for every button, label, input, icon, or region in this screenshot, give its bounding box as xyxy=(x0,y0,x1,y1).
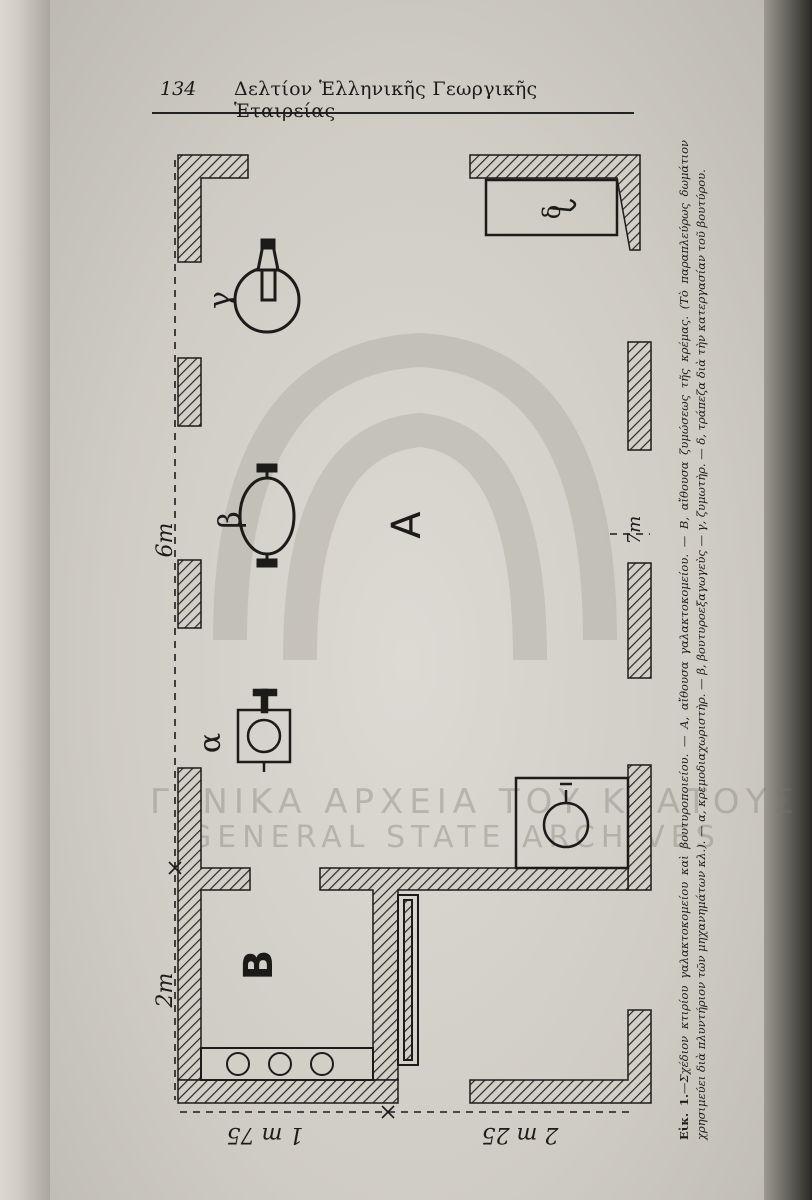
dimension-ticks xyxy=(168,861,395,1119)
scan-left-edge xyxy=(0,0,50,1200)
watermark-emblem xyxy=(213,332,617,661)
wash-trough xyxy=(397,894,419,1066)
wall-right-segment-1 xyxy=(627,341,652,451)
watermark-greek: ΓΕΝΙΚΑ ΑΡΧΕΙΑ ΤΟΥ ΚΡΑΤΟΥΣ xyxy=(150,782,800,822)
wall-right-lower xyxy=(627,764,652,891)
caption-lead: Εἰκ. 1. xyxy=(677,1093,691,1140)
wall-left-segment-1 xyxy=(177,357,202,427)
label-alpha: α xyxy=(193,733,228,753)
wall-bottom-left xyxy=(177,1079,399,1104)
caption-text: —Σχέδιον κτιρίου γαλακτοκομείου καὶ βουτ… xyxy=(677,140,708,1140)
scan-right-edge xyxy=(764,0,812,1200)
cream-vat xyxy=(514,776,630,870)
wall-left-lower xyxy=(177,767,251,1081)
label-dim-2m25: 2 m 25 xyxy=(482,1122,560,1147)
page-number: 134 xyxy=(160,78,197,100)
ripener-gamma xyxy=(233,238,301,334)
label-dim-1m75: 1 m 75 xyxy=(227,1122,304,1147)
wall-top-left xyxy=(177,154,249,263)
figure-caption: Εἰκ. 1.—Σχέδιον κτιρίου γαλακτοκομείου κ… xyxy=(676,140,752,1140)
churn-beta xyxy=(238,463,296,568)
wall-right-segment-2 xyxy=(627,562,652,679)
label-dim-7m: 7m xyxy=(624,516,645,545)
label-dim-2m: 2m xyxy=(153,973,178,1009)
room-b-bench xyxy=(200,1047,374,1081)
plan-labels: A B α β γ δ 6m 7m 2m 1 m 75 2 m 25 xyxy=(153,205,645,1147)
wall-top-right xyxy=(469,154,641,251)
dimension-lines xyxy=(174,160,650,1113)
label-delta: δ xyxy=(538,205,566,219)
label-dim-6m: 6m xyxy=(153,523,178,558)
table-delta xyxy=(484,178,619,237)
label-beta: β xyxy=(213,511,248,528)
label-gamma: γ xyxy=(203,291,238,309)
running-title: Δελτίον Ἑλληνικῆς Γεωργικῆς Ἑταιρείας xyxy=(234,78,538,122)
wall-left-segment-2 xyxy=(177,559,202,629)
wall-bottom-right xyxy=(469,1009,652,1104)
label-room-b: B xyxy=(236,950,282,981)
label-room-a: A xyxy=(384,511,430,539)
page-header: 134 Δελτίον Ἑλληνικῆς Γεωργικῆς Ἑταιρεία… xyxy=(152,72,634,122)
separator-alpha xyxy=(236,688,292,772)
